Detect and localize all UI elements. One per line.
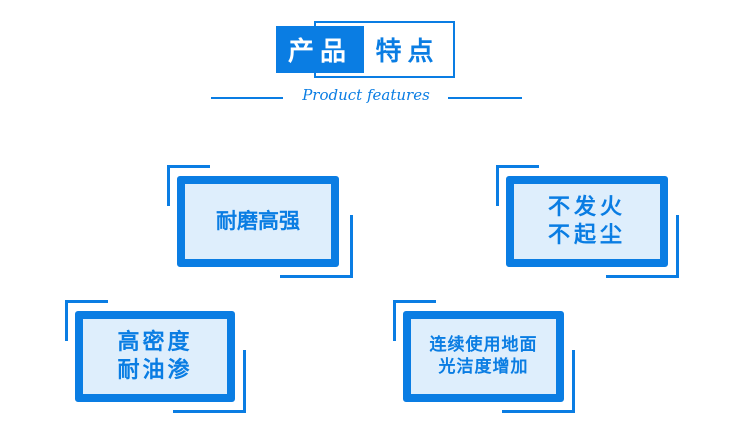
feature-line: 高密度 xyxy=(117,330,193,355)
feature-card-high-density: 高密度 耐油渗 xyxy=(75,311,235,402)
bracket-top-left xyxy=(393,300,436,341)
feature-line: 耐磨高强 xyxy=(216,209,300,234)
feature-line: 耐油渗 xyxy=(117,357,193,383)
feature-line: 不起尘 xyxy=(547,222,626,248)
bracket-bottom-right xyxy=(173,350,246,413)
feature-card-gloss-increase: 连续使用地面 光洁度增加 xyxy=(403,311,564,402)
feature-line: 连续使用地面 xyxy=(429,335,538,356)
divider-right xyxy=(448,97,522,99)
title-outline-box xyxy=(314,21,455,78)
bracket-top-left xyxy=(167,165,210,206)
bracket-bottom-right xyxy=(606,215,679,278)
bracket-bottom-right xyxy=(280,215,353,278)
title-right-text: 特点 xyxy=(375,37,440,67)
feature-line: 光洁度增加 xyxy=(438,356,529,377)
bracket-top-left xyxy=(496,165,539,206)
feature-card-wear-resistant: 耐磨高强 xyxy=(177,176,339,267)
feature-card-non-sparking: 不发火 不起尘 xyxy=(506,176,668,267)
feature-line: 不发火 xyxy=(547,195,626,220)
subtitle: Product features xyxy=(302,86,430,104)
bracket-bottom-right xyxy=(502,350,575,413)
title-left-text: 产品 xyxy=(287,37,352,67)
divider-left xyxy=(211,97,283,99)
title-fill-box xyxy=(276,26,364,73)
bracket-top-left xyxy=(65,300,108,341)
